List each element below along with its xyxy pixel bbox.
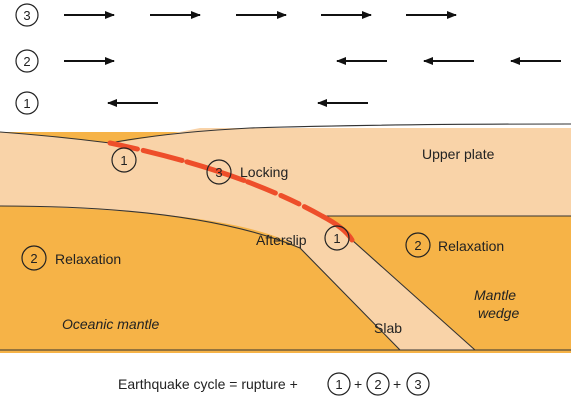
locking-label: Locking	[240, 164, 288, 180]
row-1: 1	[15, 91, 368, 115]
slab-label: Slab	[374, 320, 402, 336]
oceanic-mantle-label: Oceanic mantle	[62, 316, 159, 332]
upper-plate-surface	[109, 123, 571, 144]
row-2-number: 2	[23, 54, 30, 69]
row-3-number: 3	[23, 8, 30, 23]
row-2: 2	[15, 49, 561, 73]
equation-term-3-circle-icon	[406, 372, 430, 396]
afterslip-marker-number: 1	[333, 231, 340, 246]
rupture-marker-number: 1	[120, 153, 127, 168]
row-1-circle-icon	[15, 91, 39, 115]
relaxation-left-circle-icon	[21, 245, 47, 271]
row-3: 3	[15, 3, 457, 27]
rupture-marker-circle-icon	[111, 147, 137, 173]
equation-term-3: 3	[414, 377, 421, 392]
equation-term-1: 1	[335, 377, 342, 392]
equation-term-1-circle-icon	[327, 372, 351, 396]
relaxation-left-number: 2	[30, 251, 37, 266]
equation: Earthquake cycle = rupture + 1 + 2 + 3	[118, 372, 430, 396]
equation-plus-2: +	[393, 376, 401, 392]
megathrust-fault	[107, 140, 355, 243]
afterslip-label: Afterslip	[256, 232, 307, 248]
equation-term-2-circle-icon	[366, 372, 390, 396]
row-3-circle-icon	[15, 3, 39, 27]
seafloor-line	[0, 131, 111, 144]
slab-bottom-line	[0, 205, 401, 351]
relaxation-right-number: 2	[414, 238, 421, 253]
mantle-wedge-label-line2: wedge	[478, 305, 519, 321]
relaxation-left-label: Relaxation	[55, 251, 121, 267]
slab	[0, 140, 475, 350]
locking-marker-circle-icon	[206, 159, 232, 185]
relaxation-right-label: Relaxation	[438, 238, 504, 254]
equation-term-2: 2	[374, 377, 381, 392]
mantle-wedge-label-line1: Mantle	[474, 287, 516, 303]
equation-plus-1: +	[354, 376, 362, 392]
afterslip-marker-circle-icon	[324, 225, 350, 251]
row-1-number: 1	[23, 96, 30, 111]
equation-text: Earthquake cycle = rupture +	[118, 376, 298, 392]
relaxation-right-circle-icon	[405, 232, 431, 258]
row-2-circle-icon	[15, 49, 39, 73]
locking-marker-number: 3	[215, 165, 222, 180]
upper-plate-label: Upper plate	[422, 146, 495, 162]
